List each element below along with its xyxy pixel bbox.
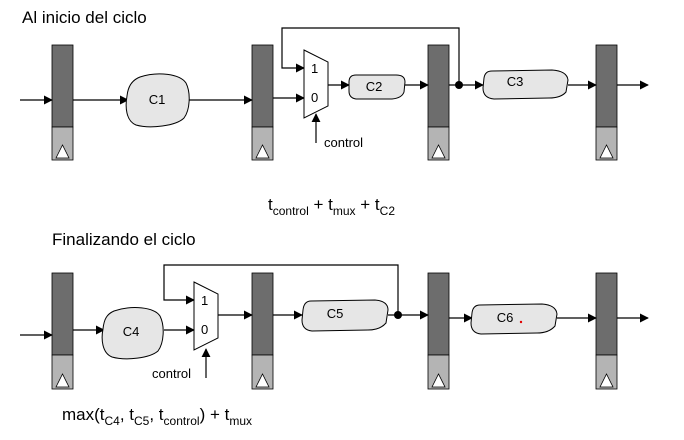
bottom-formula: max(tC4, tC5, tcontrol) + tmux xyxy=(62,405,252,428)
clock-edge-icon xyxy=(255,373,270,388)
block-c6: C6 xyxy=(470,303,558,335)
block-c1: C1 xyxy=(125,73,190,128)
bottom-feedback-wire xyxy=(163,264,399,315)
top-mux-input-0: 0 xyxy=(311,90,318,105)
bottom-mux-input-0: 0 xyxy=(201,322,208,337)
block-c5-label: C5 xyxy=(327,306,344,321)
top-register-4 xyxy=(595,44,618,161)
clock-edge-icon xyxy=(431,373,446,388)
block-c6-label: C6 xyxy=(497,310,514,325)
clock-edge-icon xyxy=(599,144,614,159)
bottom-register-1 xyxy=(51,272,74,390)
block-c5: C5 xyxy=(301,299,389,332)
top-feedback-wire xyxy=(281,27,460,85)
block-c1-label: C1 xyxy=(149,92,166,107)
block-c2-label: C2 xyxy=(366,79,383,94)
bottom-title: Finalizando el ciclo xyxy=(52,230,196,249)
top-register-3 xyxy=(427,44,450,161)
top-mux-input-1: 1 xyxy=(311,61,318,76)
bottom-control-label: control xyxy=(152,366,191,381)
top-control-label: control xyxy=(324,135,363,150)
bottom-register-4 xyxy=(595,272,618,390)
bottom-register-3 xyxy=(427,272,450,390)
block-c2: C2 xyxy=(348,74,406,100)
bottom-diagram: Finalizando el ciclo xyxy=(20,230,649,428)
bottom-register-2 xyxy=(251,272,274,390)
red-dot-marker xyxy=(519,320,523,324)
top-diagram: Al inicio del ciclo xyxy=(20,8,649,218)
clock-edge-icon xyxy=(55,144,70,159)
bottom-mux-input-1: 1 xyxy=(201,293,208,308)
bottom-mux: 1 0 xyxy=(193,281,219,351)
top-register-1 xyxy=(51,44,74,161)
block-c4: C4 xyxy=(101,307,164,360)
clock-edge-icon xyxy=(255,144,270,159)
top-formula: tcontrol + tmux + tC2 xyxy=(268,195,395,218)
block-c4-label: C4 xyxy=(123,324,140,339)
clock-edge-icon xyxy=(55,373,70,388)
block-c3: C3 xyxy=(482,69,569,100)
top-title: Al inicio del ciclo xyxy=(22,8,147,27)
bottom-junction-dot xyxy=(394,311,402,319)
clock-edge-icon xyxy=(599,373,614,388)
top-register-2 xyxy=(251,44,274,161)
top-junction-dot xyxy=(455,81,463,89)
clock-edge-icon xyxy=(431,144,446,159)
top-mux: 1 0 xyxy=(303,49,329,119)
block-c3-label: C3 xyxy=(507,74,524,89)
